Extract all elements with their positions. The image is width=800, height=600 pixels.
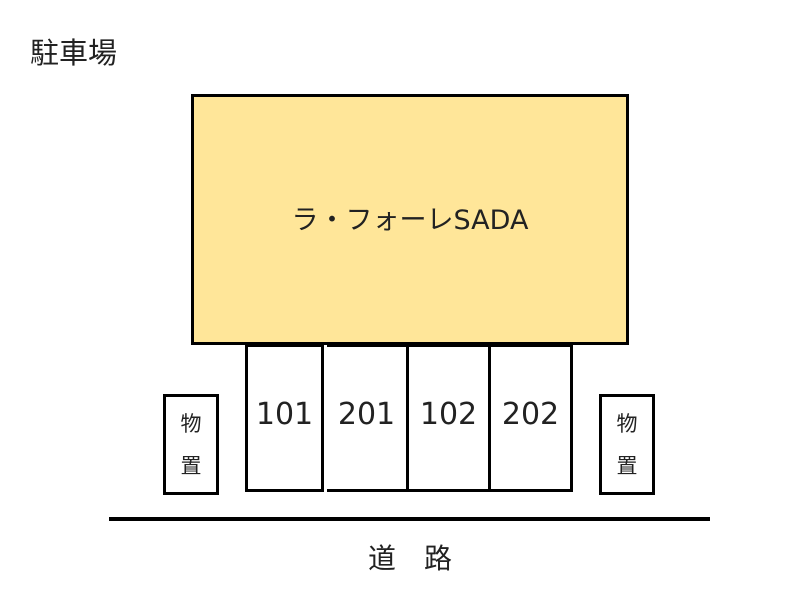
storage-label-2: 置 (616, 453, 638, 478)
road-label-1: 道 (367, 542, 396, 575)
spot-label: 101 (255, 397, 314, 432)
road-line (109, 517, 710, 521)
parking-spot-202: 202 (491, 344, 573, 492)
parking-lot-title: 駐車場 (30, 36, 118, 70)
building: ラ・フォーレSADA (191, 94, 629, 345)
spot-label: 202 (501, 397, 560, 432)
spot-label: 102 (419, 397, 478, 432)
parking-spot-101: 101 (245, 344, 324, 492)
storage-left: 物 置 (163, 394, 219, 495)
road-label: 道路 (360, 537, 460, 577)
storage-label-1: 物 (180, 411, 202, 436)
storage-label-1: 物 (616, 411, 638, 436)
building-name: ラ・フォーレSADA (291, 205, 529, 236)
parking-spot-102: 102 (409, 344, 491, 492)
road-label-2: 路 (424, 542, 453, 575)
storage-right: 物 置 (599, 394, 655, 495)
spot-label: 201 (337, 397, 396, 432)
parking-spot-201: 201 (327, 344, 409, 492)
storage-label-2: 置 (180, 453, 202, 478)
